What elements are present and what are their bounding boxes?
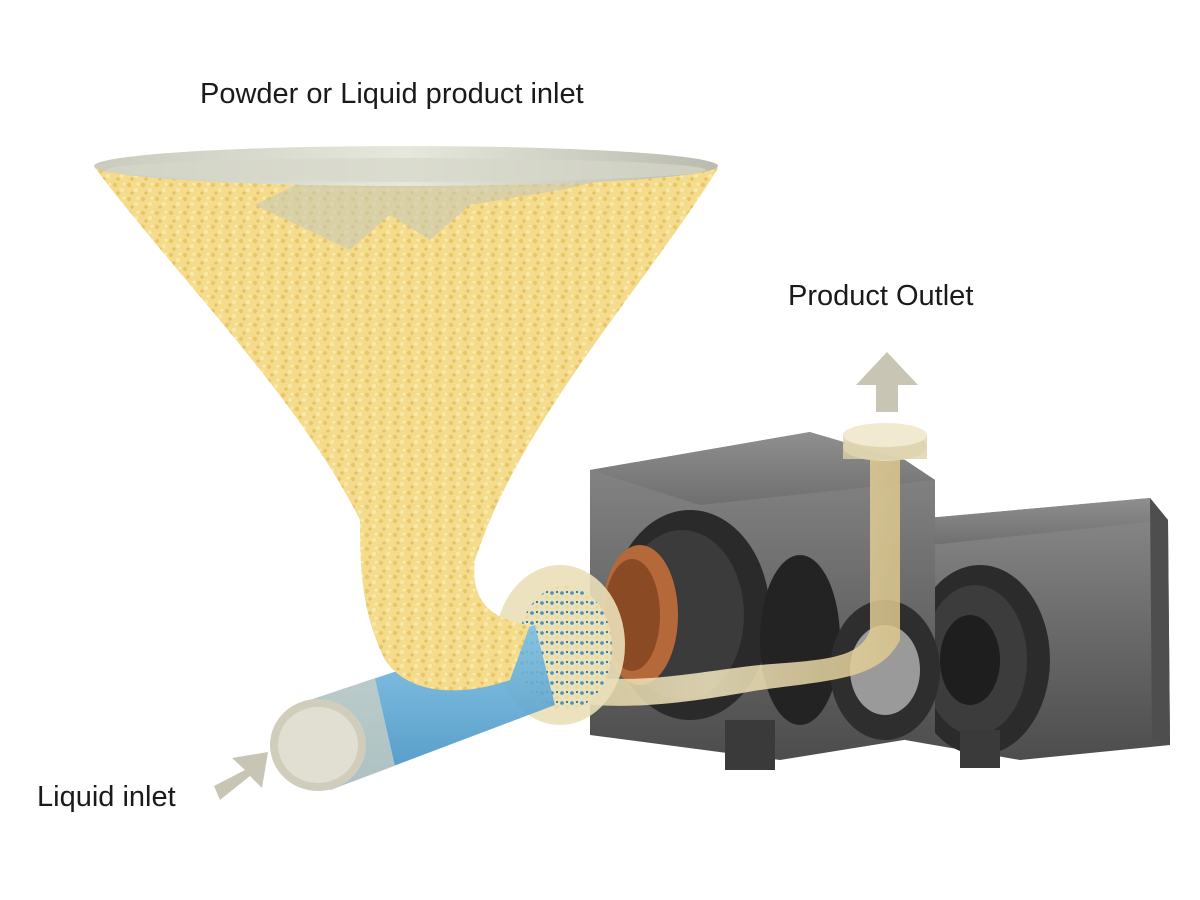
rear-motor (905, 498, 1170, 760)
powder-inlet-label: Powder or Liquid product inlet (200, 78, 584, 110)
funnel (94, 146, 718, 691)
arrow-up-icon (856, 352, 918, 412)
product-outlet-label: Product Outlet (788, 280, 974, 312)
arrow-right-icon (214, 752, 268, 800)
liquid-inlet-label: Liquid inlet (37, 781, 176, 813)
